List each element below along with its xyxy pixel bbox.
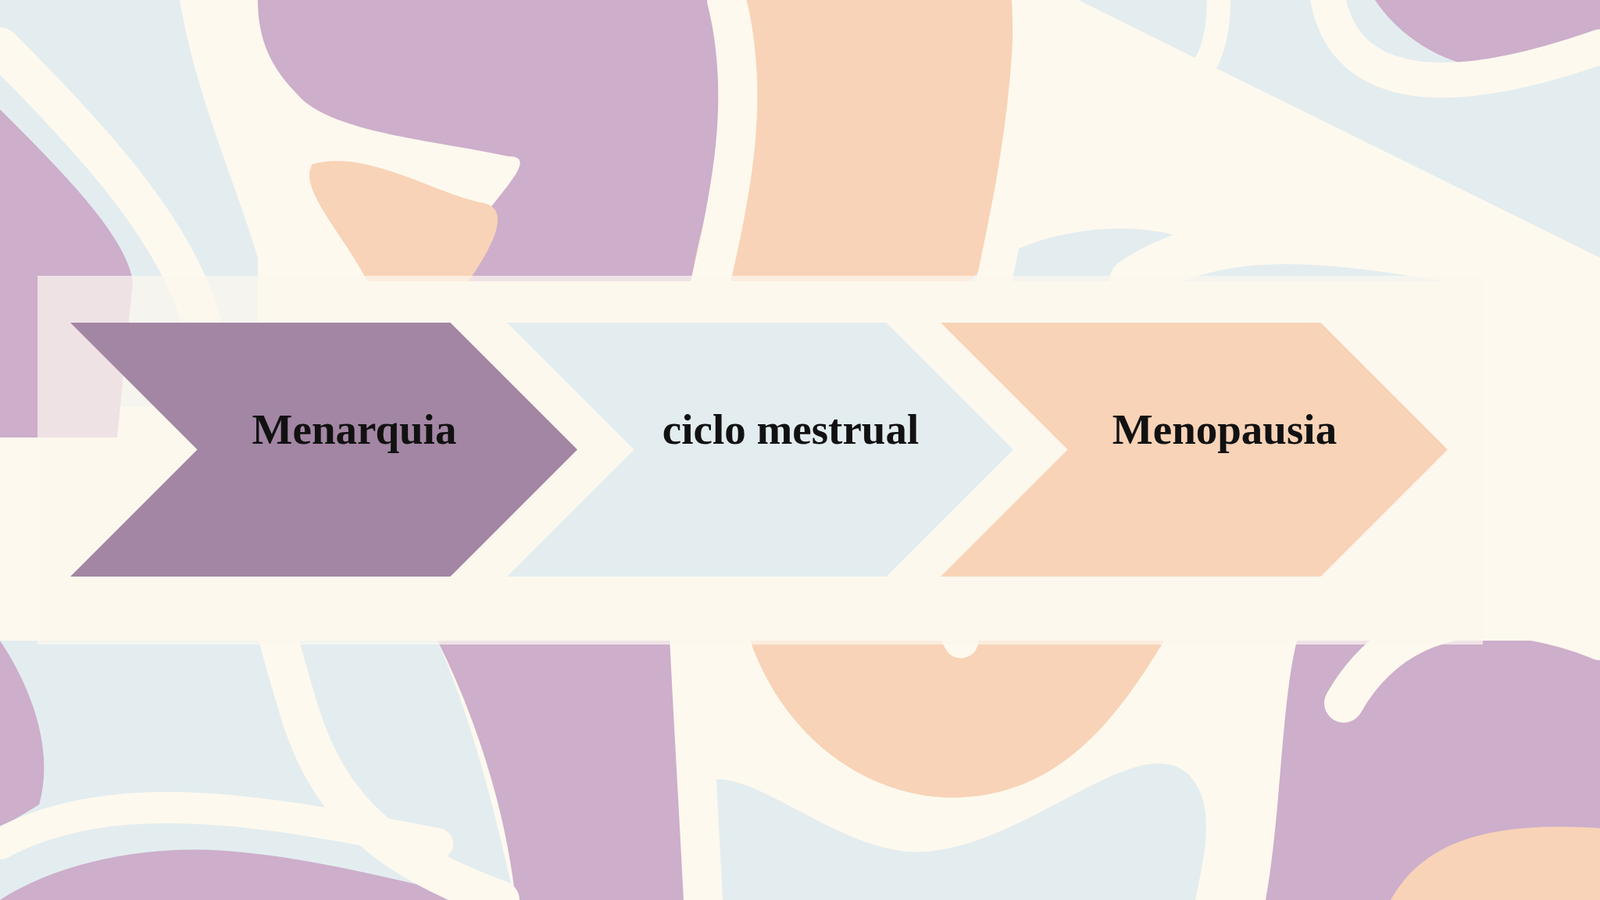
step-label: ciclo mestrual [662,404,919,454]
chevron-step: ciclo mestrual [507,322,1014,577]
chevron-fill [70,322,578,577]
step-label: Menarquia [252,404,458,454]
step-label: Menopausia [1112,404,1337,454]
chevron-fill [940,322,1448,577]
chevron-step: Menarquia [70,322,578,577]
chevron-step: Menopausia [940,322,1448,577]
chevron-fill [507,322,1014,577]
